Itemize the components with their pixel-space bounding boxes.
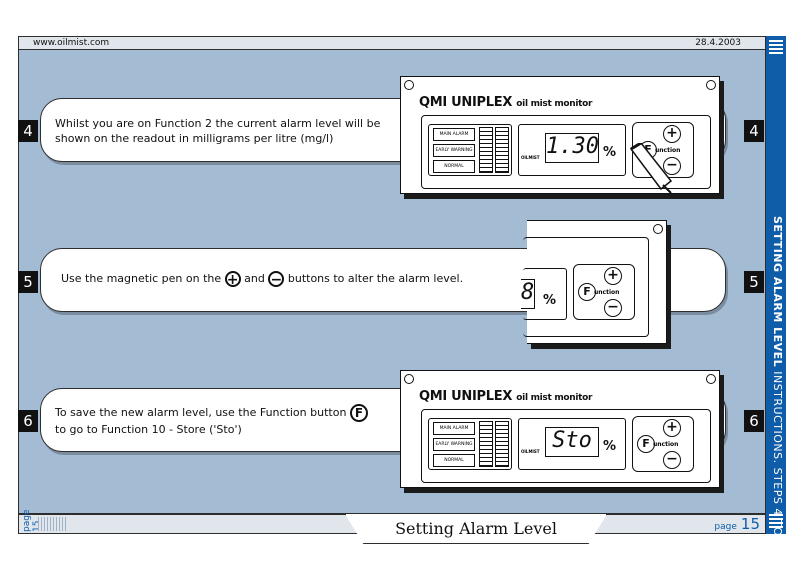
plus-button[interactable]: + (663, 125, 681, 143)
plus-button[interactable]: + (604, 267, 622, 285)
button-panel: + F unction − (573, 264, 635, 320)
step-6-line-2: to go to Function 10 - Store ('Sto') (55, 423, 242, 436)
step-5-number-left: 5 (18, 271, 38, 293)
main-alarm-label: MAIN ALARM (433, 422, 475, 435)
led-column (495, 421, 509, 467)
alarm-indicator-box: MAIN ALARM EARLY WARNING NORMAL (428, 418, 512, 470)
percent-sign: % (543, 293, 557, 308)
readout-panel: OILMIST Sto % (518, 418, 626, 470)
percent-sign: % (603, 439, 617, 454)
percent-sign: % (603, 145, 617, 160)
led-column (495, 127, 509, 173)
document-date: 28.4.2003 (695, 38, 741, 48)
function-button[interactable]: F (637, 435, 655, 453)
function-button[interactable]: F (578, 283, 596, 301)
function-f-icon: F (349, 404, 368, 422)
early-warning-label: EARLY WARNING (433, 438, 475, 451)
step-5-monitor-closeup: 8 % + F unction − (521, 220, 667, 344)
led-column (479, 421, 493, 467)
screw-icon (706, 80, 716, 90)
led-column (479, 127, 493, 173)
step-6-number-left: 6 (18, 410, 38, 432)
header-bar: www.oilmist.com 28.4.2003 (18, 36, 766, 50)
step-5-text: Use the magnetic pen on the + and − butt… (61, 271, 464, 288)
step-4-text: Whilst you are on Function 2 the current… (55, 116, 380, 146)
step-4-line-2: shown on the readout in milligrams per l… (55, 132, 334, 145)
step-4-line-1: Whilst you are on Function 2 the current… (55, 117, 381, 130)
step-4-number-right: 4 (744, 120, 764, 142)
section-title: SETTING ALARM LEVEL INSTRUCTIONS. STEPS … (768, 216, 784, 548)
section-title-rest: INSTRUCTIONS. STEPS 4 TO 5 (771, 367, 784, 548)
function-label: unction (653, 441, 679, 448)
page-stripes (38, 517, 68, 531)
normal-label: NORMAL (433, 160, 475, 173)
step-6-line-1: To save the new alarm level, use the Fun… (55, 404, 368, 422)
monitor-face: MAIN ALARM EARLY WARNING NORMAL OILMIST … (421, 409, 711, 483)
page-number-value: 15 (740, 515, 760, 533)
minus-button[interactable]: − (663, 451, 681, 469)
minus-button[interactable]: − (663, 157, 681, 175)
screw-icon (404, 80, 414, 90)
page-title: Setting Alarm Level (345, 514, 607, 544)
step-6-number-right: 6 (744, 410, 764, 432)
monitor-face: MAIN ALARM EARLY WARNING NORMAL OILMIST … (421, 115, 711, 189)
early-warning-label: EARLY WARNING (433, 144, 475, 157)
step-6-monitor: QMI UNIPLEX oil mist monitor MAIN ALARM … (400, 370, 720, 488)
button-panel: + F unction − (632, 416, 694, 472)
oilmist-label: OILMIST (521, 155, 540, 160)
minus-button[interactable]: − (604, 299, 622, 317)
function-label: unction (655, 147, 681, 154)
website-url[interactable]: www.oilmist.com (33, 38, 110, 48)
step-5-number-right: 5 (744, 271, 764, 293)
readout-digits: 8 (521, 279, 535, 309)
function-label: unction (594, 289, 620, 296)
step-6-text: To save the new alarm level, use the Fun… (55, 404, 368, 437)
step-4-monitor: QMI UNIPLEX oil mist monitor MAIN ALARM … (400, 76, 720, 194)
main-alarm-label: MAIN ALARM (433, 128, 475, 141)
screw-icon (706, 374, 716, 384)
screw-icon (653, 224, 663, 234)
step-4-number-left: 4 (18, 120, 38, 142)
minus-icon: − (268, 271, 285, 288)
readout-panel: OILMIST 1.30 % (518, 124, 626, 176)
oilmist-label: OILMIST (521, 449, 540, 454)
left-page-indicator: page 15 (22, 509, 42, 532)
readout-digits: Sto (545, 427, 599, 457)
readout-panel: 8 % (521, 268, 567, 320)
sidebar-stripes-bottom (769, 514, 783, 530)
sidebar-stripes-top (769, 40, 783, 56)
alarm-indicator-box: MAIN ALARM EARLY WARNING NORMAL (428, 124, 512, 176)
monitor-face: 8 % + F unction − (521, 237, 649, 337)
screw-icon (404, 374, 414, 384)
readout-digits: 1.30 (545, 133, 599, 163)
section-sidebar: SETTING ALARM LEVEL INSTRUCTIONS. STEPS … (766, 36, 786, 548)
magnetic-pen-icon (629, 143, 673, 193)
monitor-brand: QMI UNIPLEX oil mist monitor (419, 389, 593, 404)
normal-label: NORMAL (433, 454, 475, 467)
plus-icon: + (224, 271, 241, 288)
section-title-bold: SETTING ALARM LEVEL (771, 216, 784, 368)
plus-button[interactable]: + (663, 419, 681, 437)
monitor-brand: QMI UNIPLEX oil mist monitor (419, 95, 593, 110)
page-label: page (714, 522, 737, 532)
